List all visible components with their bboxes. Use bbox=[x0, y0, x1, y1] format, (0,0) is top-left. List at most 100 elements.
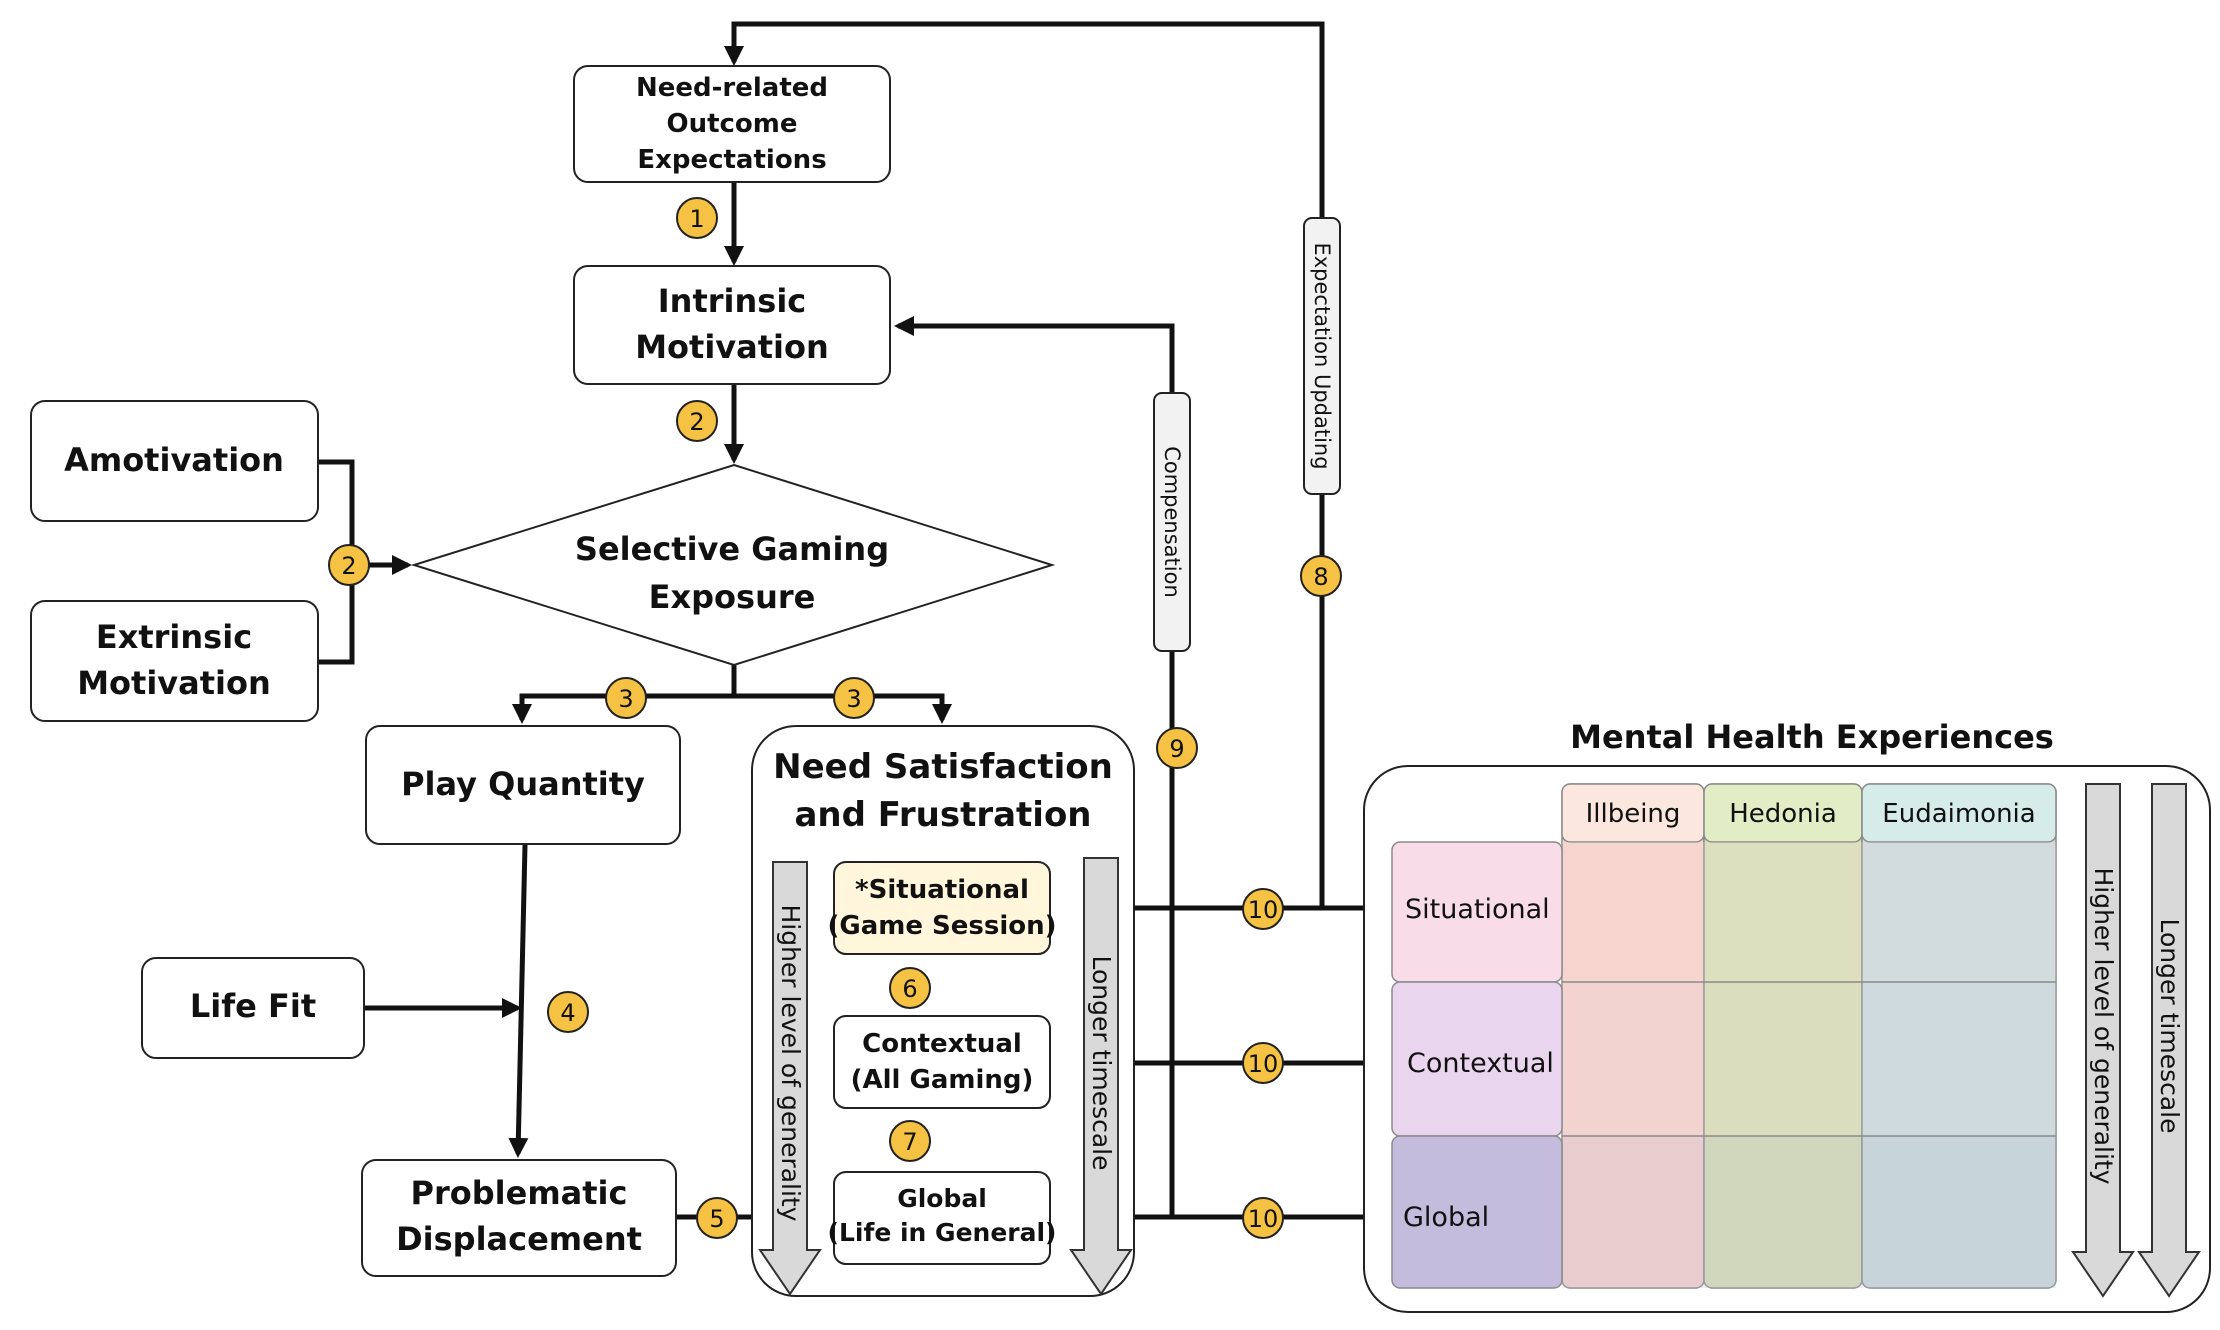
mh-row-global-label: Global bbox=[1403, 1202, 1489, 1233]
badge-10-situational: 10 bbox=[1242, 888, 1284, 930]
badge-5: 5 bbox=[696, 1197, 738, 1239]
global-row-tint bbox=[1562, 1136, 2056, 1288]
need-timescale-arrow: Longer timescale bbox=[1069, 857, 1133, 1296]
situational-row-tint bbox=[1562, 842, 2056, 982]
mental-health-title: Mental Health Experiences bbox=[1570, 718, 2054, 756]
compensation-label: Compensation bbox=[1160, 446, 1184, 598]
need-global-line1: Global bbox=[897, 1184, 987, 1213]
intrinsic-motivation-line2: Motivation bbox=[635, 328, 829, 366]
mh-generality-arrow: Higher level of generality bbox=[2071, 783, 2135, 1298]
svg-text:9: 9 bbox=[1169, 735, 1184, 763]
mh-grid-lines bbox=[1562, 981, 2056, 1137]
need-situational-box: *Situational (Game Session) bbox=[827, 861, 1057, 955]
badge-9: 9 bbox=[1156, 727, 1198, 769]
hedonia-label: Hedonia bbox=[1729, 799, 1837, 829]
need-satisfaction-panel: Need Satisfaction and Frustration Higher … bbox=[751, 725, 1135, 1297]
mental-health-panel: Mental Health Experiences Illbeing Hedon… bbox=[1363, 718, 2211, 1313]
eudaimonia-header bbox=[1861, 783, 2057, 843]
need-generality-arrow: Higher level of generality bbox=[758, 861, 822, 1296]
badge-10-global: 10 bbox=[1242, 1197, 1284, 1239]
badge-10-contextual: 10 bbox=[1242, 1042, 1284, 1084]
mh-row-situational-label: Situational bbox=[1405, 894, 1550, 925]
edge-exposure-to-play bbox=[512, 693, 734, 724]
displacement-line2: Displacement bbox=[396, 1220, 642, 1258]
expectation-updating-label-box: Expectation Updating bbox=[1303, 217, 1341, 495]
expectation-updating-label: Expectation Updating bbox=[1310, 242, 1334, 469]
need-situational-line1: *Situational bbox=[855, 875, 1029, 905]
eudaimonia-label: Eudaimonia bbox=[1882, 799, 2035, 829]
svg-text:6: 6 bbox=[902, 975, 917, 1003]
svg-text:Contextual(All Gaming): Contextual (All Gaming) bbox=[851, 1029, 1034, 1095]
svg-text:7: 7 bbox=[902, 1128, 917, 1156]
svg-text:3: 3 bbox=[618, 685, 633, 713]
intrinsic-motivation-line1: Intrinsic bbox=[658, 282, 807, 320]
extrinsic-motivation-line1: Extrinsic bbox=[96, 618, 252, 656]
svg-text:3: 3 bbox=[846, 685, 861, 713]
amotivation-label: Amotivation bbox=[64, 441, 284, 479]
badge-8: 8 bbox=[1300, 555, 1342, 597]
outcome-expectations-line1: Need-related bbox=[636, 73, 828, 103]
need-global-box: Global (Life in General) bbox=[828, 1171, 1057, 1265]
life-fit-box: Life Fit bbox=[141, 957, 365, 1059]
play-quantity-label: Play Quantity bbox=[401, 765, 645, 803]
contextual-row-tint bbox=[1562, 982, 2056, 1136]
svg-text:10: 10 bbox=[1248, 1050, 1279, 1078]
selective-gaming-line1: Selective Gaming bbox=[575, 530, 889, 568]
svg-text:10: 10 bbox=[1248, 1205, 1279, 1233]
compensation-label-box: Compensation bbox=[1153, 392, 1191, 652]
displacement-line1: Problematic bbox=[411, 1174, 628, 1212]
svg-text:4: 4 bbox=[560, 999, 575, 1027]
need-contextual-box: Contextual (All Gaming) bbox=[833, 1015, 1051, 1109]
edge-play-to-displacement bbox=[508, 844, 529, 1158]
mh-timescale-arrow: Longer timescale bbox=[2137, 783, 2201, 1298]
svg-text:10: 10 bbox=[1248, 896, 1279, 924]
badge-2-merge: 2 bbox=[328, 544, 370, 586]
extrinsic-motivation-line2: Motivation bbox=[77, 664, 271, 702]
need-global-line2: (Life in General) bbox=[828, 1218, 1057, 1247]
mh-row-contextual-label: Contextual bbox=[1407, 1048, 1554, 1079]
outcome-expectations-line2: Outcome bbox=[666, 109, 797, 139]
illbeing-label: Illbeing bbox=[1586, 799, 1681, 829]
need-contextual-line1: Contextual bbox=[862, 1029, 1022, 1059]
svg-text:2: 2 bbox=[341, 552, 356, 580]
selective-gaming-line2: Exposure bbox=[649, 578, 816, 616]
need-generality-label: Higher level of generality bbox=[776, 904, 805, 1221]
amotivation-box: Amotivation bbox=[30, 400, 319, 522]
need-contextual-line2: (All Gaming) bbox=[851, 1065, 1034, 1095]
svg-text:5: 5 bbox=[709, 1205, 724, 1233]
mh-generality-label: Higher level of generality bbox=[2089, 867, 2118, 1184]
badge-3-need: 3 bbox=[833, 677, 875, 719]
badge-1: 1 bbox=[676, 197, 718, 239]
badge-3-play: 3 bbox=[605, 677, 647, 719]
outcome-expectations-line3: Expectations bbox=[637, 145, 826, 175]
need-situational-line2: (Game Session) bbox=[827, 911, 1056, 941]
svg-text:8: 8 bbox=[1313, 563, 1328, 591]
mh-row-global bbox=[1391, 1135, 1563, 1289]
life-fit-label: Life Fit bbox=[190, 987, 316, 1025]
need-panel-title-line2: and Frustration bbox=[794, 795, 1091, 835]
edge-exposure-to-need bbox=[734, 693, 952, 724]
svg-text:2: 2 bbox=[689, 408, 704, 436]
need-panel-title-line1: Need Satisfaction bbox=[773, 747, 1113, 787]
badge-2-intrinsic: 2 bbox=[676, 400, 718, 442]
badge-7: 7 bbox=[889, 1120, 931, 1162]
badge-4: 4 bbox=[547, 991, 589, 1033]
svg-text:*Situational(Game Session): *Situational (Game Session) bbox=[827, 875, 1056, 941]
mh-timescale-label: Longer timescale bbox=[2155, 918, 2184, 1133]
svg-text:Global(Life in General): Global (Life in General) bbox=[828, 1184, 1057, 1247]
need-timescale-label: Longer timescale bbox=[1087, 955, 1116, 1170]
play-quantity-box: Play Quantity bbox=[365, 725, 681, 845]
svg-text:1: 1 bbox=[689, 205, 704, 233]
